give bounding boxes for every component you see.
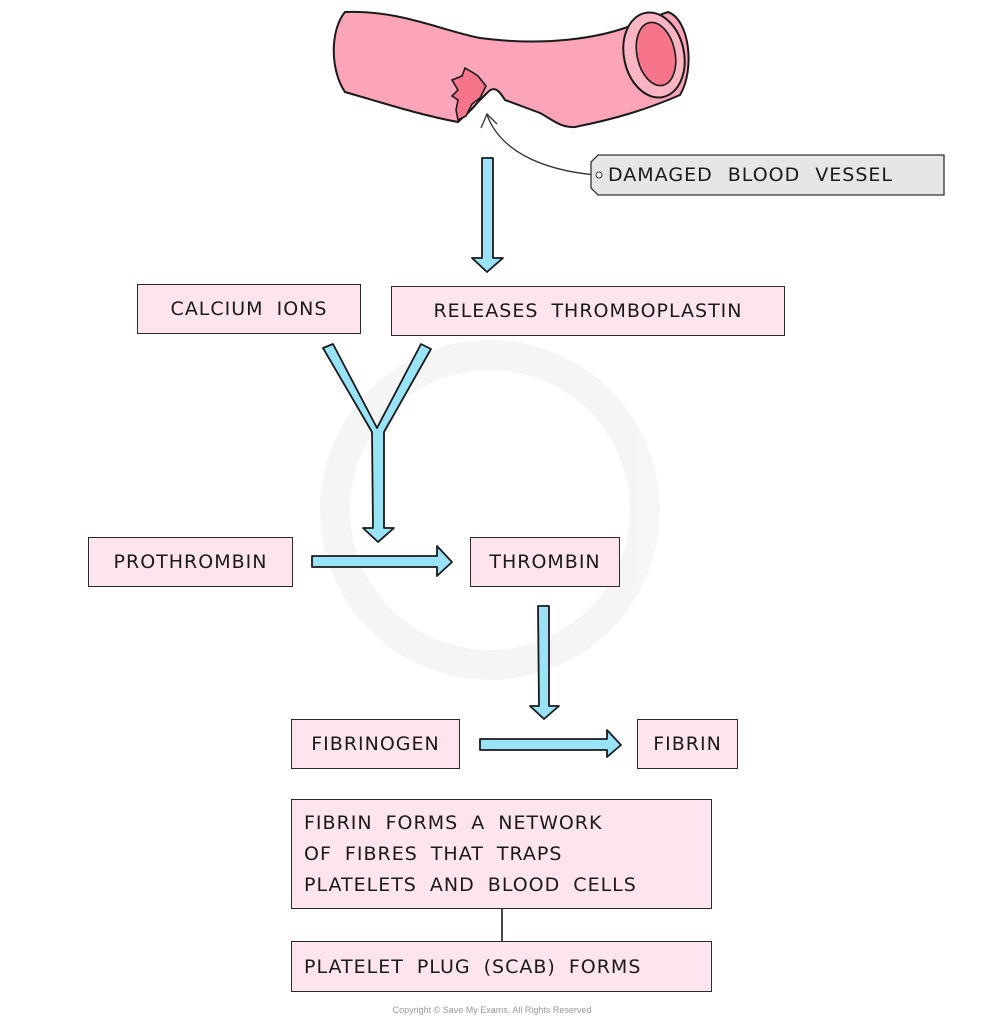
node-fibrinogen: FIBRINOGEN [291, 719, 460, 769]
vessel-lumen [635, 21, 677, 87]
damaged-blood-vessel-label: DAMAGED BLOOD VESSEL [608, 164, 893, 186]
label-tag-shape [590, 154, 945, 196]
node-calcium-ions: CALCIUM IONS [137, 284, 361, 334]
node-platelet-plug: PLATELET PLUG (SCAB) FORMS [291, 941, 712, 992]
arrow-prothrombin-to-thrombin [311, 545, 453, 577]
blood-vessel-illustration [332, 10, 690, 129]
arrow-fibrinogen-to-fibrin [479, 729, 622, 758]
copyright-notice: Copyright © Save My Exams. All Rights Re… [392, 1005, 592, 1015]
vessel-body [332, 10, 690, 129]
network-line-1: FIBRIN FORMS A NETWORK [304, 812, 603, 834]
vessel-wound [450, 66, 487, 122]
arrow-y-merge-to-thrombin [322, 343, 432, 543]
node-thrombin: THROMBIN [470, 537, 620, 587]
network-line-3: PLATELETS AND BLOOD CELLS [304, 874, 637, 896]
node-fibrin: FIBRIN [637, 719, 738, 769]
node-fibrin-network: FIBRIN FORMS A NETWORK OF FIBRES THAT TR… [291, 799, 712, 909]
label-pointer-arrowhead [480, 112, 498, 129]
label-tag-hole [595, 171, 603, 179]
network-line-2: OF FIBRES THAT TRAPS [304, 843, 563, 865]
node-releases-thromboplastin: RELEASES THROMBOPLASTIN [391, 286, 785, 336]
arrow-vessel-to-thromboplastin [471, 157, 504, 273]
arrow-thrombin-to-fibrin [529, 605, 560, 720]
label-pointer-line [486, 114, 597, 176]
watermark-logo [320, 340, 660, 680]
node-prothrombin: PROTHROMBIN [88, 537, 293, 587]
